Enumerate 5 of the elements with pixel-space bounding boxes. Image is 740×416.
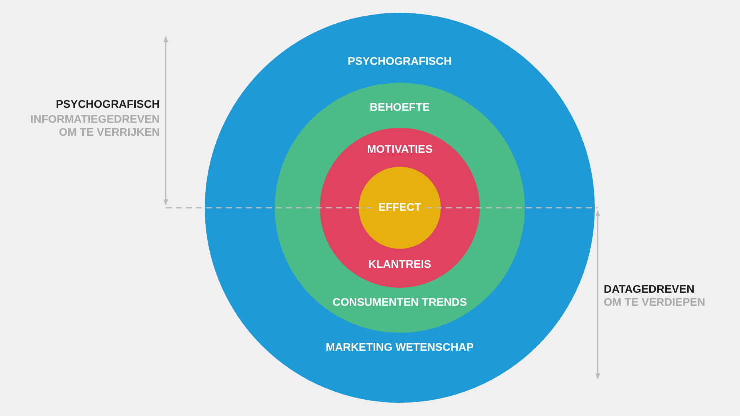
caption-text: INFORMATIEGEDREVEN OM TE VERRIJKEN bbox=[30, 114, 160, 140]
ring-label: EFFECT bbox=[376, 202, 424, 214]
caption-text: OM TE VERDIEPEN bbox=[604, 297, 706, 310]
heading-text: PSYCHOGRAFISCH bbox=[55, 99, 160, 112]
heading-text: DATAGEDREVEN bbox=[604, 284, 696, 297]
